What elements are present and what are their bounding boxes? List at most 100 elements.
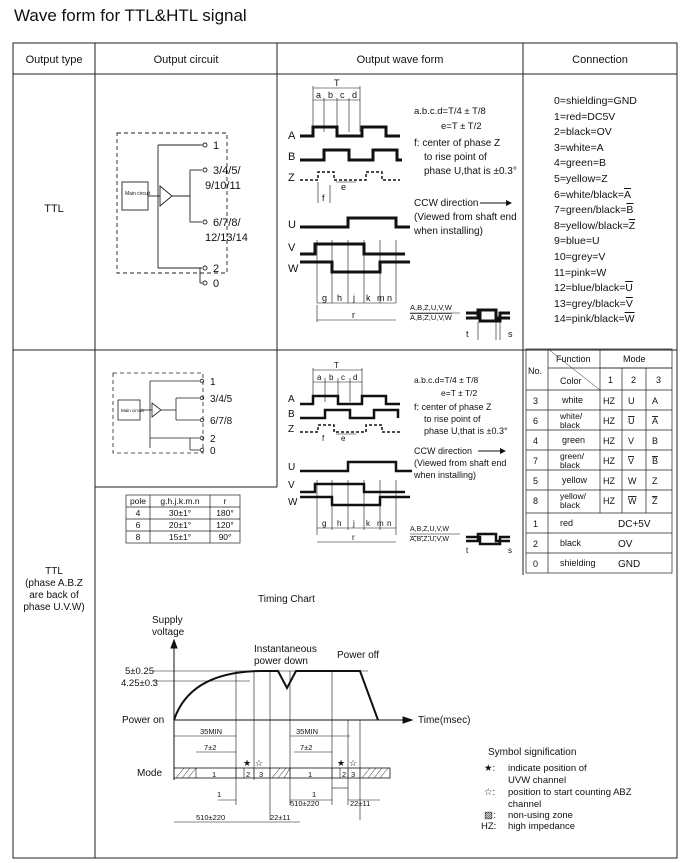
func-row-mode: B xyxy=(652,436,658,446)
timing-time: Time(msec) xyxy=(418,715,470,726)
timing-supply-1: Supply xyxy=(152,615,183,626)
ttl-wave-m: m xyxy=(377,293,385,303)
ttl-signal-label-inv: A,B,Z,U,V,W xyxy=(410,313,453,322)
timing-inst-2: power down xyxy=(254,656,308,667)
symbol-outline-star: ☆: xyxy=(484,787,495,798)
func-row-no: 4 xyxy=(533,436,538,446)
ttl-wave-s: s xyxy=(508,329,513,339)
ttl2-wave-d: d xyxy=(353,373,357,382)
ttl-wave-h: h xyxy=(337,293,342,303)
func-row-value: GND xyxy=(618,559,640,570)
ttl2-wave-Z: Z xyxy=(288,424,294,435)
ttl-pin-6-7-8: 6/7/8/ xyxy=(213,217,241,229)
connection-item-text: 7=green/black= xyxy=(554,204,627,217)
func-row-mode: HZ xyxy=(603,476,615,486)
timing-7-b: 7±2 xyxy=(300,743,312,752)
ttl-wave-g: g xyxy=(322,293,327,303)
connection-item: 7=green/black=B xyxy=(554,203,676,219)
ttl-wave-U: U xyxy=(288,219,296,231)
pole-table-cell: 180° xyxy=(216,508,234,518)
symbol-hatch: ▨: xyxy=(484,810,496,821)
timing-one-b: 1 xyxy=(312,790,316,799)
ttl2-wave-b: b xyxy=(329,373,334,382)
ttl-wave-Z: Z xyxy=(288,172,295,184)
ttl2-wave-n: n xyxy=(387,519,391,528)
func-row-mode: A xyxy=(652,396,658,406)
timing-one-a: 1 xyxy=(217,790,221,799)
ttl-signal-label: A,B,Z,U,V,W xyxy=(410,303,453,312)
ttl-formula-1: a.b.c.d=T/4 ± T/8 xyxy=(414,106,486,117)
func-row-color: red xyxy=(560,518,573,528)
header-output-wave: Output wave form xyxy=(357,54,444,66)
func-h-mode-1: 1 xyxy=(608,375,613,385)
ttl-pin-3-4-5: 3/4/5/ xyxy=(213,165,241,177)
ttl2-wave-f: f xyxy=(322,434,325,443)
func-row-mode: W xyxy=(628,476,637,486)
ttl2-wave-A: A xyxy=(288,394,295,405)
func-row-no: 0 xyxy=(533,559,538,569)
ttl-pin-2: 2 xyxy=(213,263,219,275)
ttl-waveform xyxy=(300,86,510,340)
func-row-no: 8 xyxy=(533,496,538,506)
header-connection: Connection xyxy=(572,54,628,66)
func-h-mode: Mode xyxy=(623,354,646,364)
func-row-mode: U xyxy=(628,396,635,406)
func-row-mode: V xyxy=(628,436,634,446)
func-h-function: Function xyxy=(556,354,591,364)
ttl-pin-9-10-11: 9/10/11 xyxy=(205,180,241,192)
symbol-star-text-2: UVW channel xyxy=(508,775,566,786)
ttl-wave-T: T xyxy=(334,78,340,88)
ttl-ccw-3: when installing) xyxy=(413,226,483,237)
connection-item: 3=white=A xyxy=(554,141,604,154)
pole-table-cell: 20±1° xyxy=(169,520,191,530)
func-h-color: Color xyxy=(560,376,582,386)
timing-35min-b: 35MIN xyxy=(296,727,318,736)
func-row-mode: W xyxy=(628,496,637,506)
func-row-no: 5 xyxy=(533,476,538,486)
ttl-wave-c: c xyxy=(340,90,345,100)
ttl2-wave-h: h xyxy=(337,519,341,528)
ttl2-note-3: phase U,that is ±0.3° xyxy=(424,426,508,436)
ttl-wave-k: k xyxy=(366,293,371,303)
ttl2-note-1: f: center of phase Z xyxy=(414,402,492,412)
timing-title: Timing Chart xyxy=(258,594,315,605)
header-output-circuit: Output circuit xyxy=(154,54,219,66)
func-row-mode: B xyxy=(652,456,658,466)
connection-item-text: 13=grey/black= xyxy=(554,297,626,310)
timing-chart xyxy=(152,638,414,823)
function-table xyxy=(525,348,673,574)
func-row-mode: U xyxy=(628,416,635,426)
ttl-wave-A: A xyxy=(288,130,296,142)
func-row-mode: Z xyxy=(652,496,658,506)
ttl2-wave-t: t xyxy=(466,546,469,555)
symbol-outline-star-text: position to start counting ABZ xyxy=(508,787,632,798)
pole-table-cell: 4 xyxy=(136,508,141,518)
timing-510-a: 510±220 xyxy=(196,813,225,822)
func-row-mode: A xyxy=(652,416,658,426)
timing-mode-1a: 1 xyxy=(212,770,216,779)
ttl2-wave-j: j xyxy=(352,519,355,528)
symbol-outline-star-text-2: channel xyxy=(508,799,541,810)
ttl2-wave-e: e xyxy=(341,434,346,443)
func-row-mode: HZ xyxy=(603,396,615,406)
pole-table-h-pole: pole xyxy=(130,496,146,506)
timing-22-a: 22±11 xyxy=(270,813,290,822)
func-row-color: black xyxy=(560,460,581,470)
connection-item: 8=yellow/black=Z xyxy=(554,219,676,235)
func-row-color: white/ xyxy=(559,411,583,421)
func-row-color: green xyxy=(562,435,585,445)
symbol-hz-text: high impedance xyxy=(508,821,575,832)
func-row-value: OV xyxy=(618,539,633,550)
connection-item: 4=green=B xyxy=(554,157,606,170)
ttl2-circuit xyxy=(112,372,205,454)
connection-item: 14=pink/black=W xyxy=(554,312,676,328)
connection-item: 2=black=OV xyxy=(554,126,612,139)
func-h-mode-3: 3 xyxy=(656,375,661,385)
func-row-mode: Z xyxy=(652,476,658,486)
func-row-color: black xyxy=(560,420,581,430)
pole-table-h-r: r xyxy=(224,496,227,506)
func-row-mode: HZ xyxy=(603,416,615,426)
symbol-hz: HZ: xyxy=(481,821,496,832)
func-h-no: No. xyxy=(528,366,542,376)
